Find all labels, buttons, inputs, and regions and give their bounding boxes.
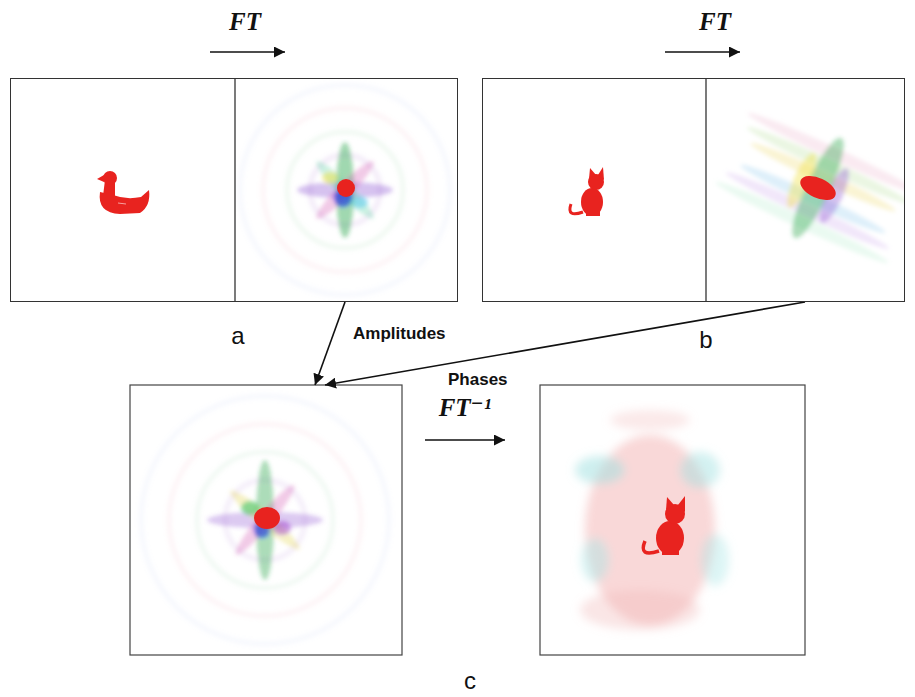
panel-frame: [130, 78, 805, 655]
duck-silhouette: [103, 171, 117, 185]
image-panel: a: [10, 78, 458, 302]
duck-silhouette: [97, 171, 149, 214]
transform-label: FT: [699, 8, 731, 36]
transform-arrow: [210, 52, 740, 440]
combined-spectrum: [197, 452, 333, 588]
phase-spectrum: [797, 171, 840, 205]
phase-spectrum: [709, 98, 904, 278]
image-panel: c: [130, 385, 805, 655]
edge-label: Phases: [445, 370, 511, 391]
panel-frame: [540, 385, 805, 655]
reconstructed-image: [701, 534, 729, 586]
amplitude-spectrum: [240, 85, 450, 295]
duck-silhouette: [118, 203, 126, 204]
cat-silhouette: [570, 167, 604, 216]
panel-frame: [705, 78, 706, 302]
transform-arrow: [210, 51, 285, 53]
panel-letter: a: [231, 323, 244, 349]
reconstructed-image: [643, 541, 659, 553]
combined-spectrum: [141, 396, 389, 644]
flow-arrow: [315, 302, 345, 385]
reconstructed-image: [678, 496, 685, 512]
cat-silhouette: [570, 204, 583, 214]
amplitude-spectrum: [352, 196, 368, 208]
reconstructed-image: [580, 590, 700, 630]
cat-silhouette: [589, 168, 596, 179]
amplitude-spectrum: [263, 108, 427, 272]
amplitude-spectrum: [312, 157, 378, 223]
amplitude-spectrum: [312, 157, 378, 223]
reconstructed-image: [610, 410, 690, 430]
phase-spectrum: [709, 98, 904, 278]
amplitude-spectrum: [240, 85, 450, 295]
reconstructed-image: [575, 410, 729, 630]
combined-spectrum: [226, 486, 304, 555]
amplitude-spectrum: [336, 142, 354, 238]
reconstructed-image: [680, 452, 720, 488]
reconstructed-image: [666, 497, 674, 510]
transform-arrow: [425, 439, 505, 441]
amplitude-spectrum: [240, 85, 450, 295]
edge-label: Amplitudes: [350, 324, 449, 345]
amplitude-spectrum: [337, 179, 355, 197]
cat-silhouette: [586, 210, 600, 216]
reconstructed-image: [575, 456, 625, 484]
combined-spectrum: [141, 396, 389, 644]
cat-silhouette: [598, 167, 604, 180]
transform-arrow: [665, 51, 740, 53]
cat-silhouette: [581, 188, 603, 216]
combined-spectrum: [169, 424, 361, 616]
combined-spectrum: [141, 396, 389, 644]
duck-silhouette: [97, 175, 104, 182]
image-panel: b: [482, 78, 905, 302]
reconstructed-image: [662, 548, 679, 555]
panel-frame: [130, 385, 402, 655]
panel-letter: b: [699, 327, 712, 353]
panel-letter: c: [464, 668, 476, 694]
reconstructed-image: [581, 538, 609, 582]
panel-frame: [234, 78, 235, 302]
flow-arrow: [325, 302, 805, 385]
amplitude-spectrum: [322, 172, 338, 184]
combined-spectrum: [254, 507, 280, 529]
amplitude-spectrum: [287, 132, 403, 248]
reconstructed-image: [643, 496, 685, 555]
reconstructed-image: [656, 521, 684, 555]
combined-spectrum: [231, 481, 300, 559]
reconstructed-image: [575, 410, 729, 630]
transform-label: FT: [229, 8, 261, 36]
transform-label: FT⁻¹: [439, 394, 492, 422]
